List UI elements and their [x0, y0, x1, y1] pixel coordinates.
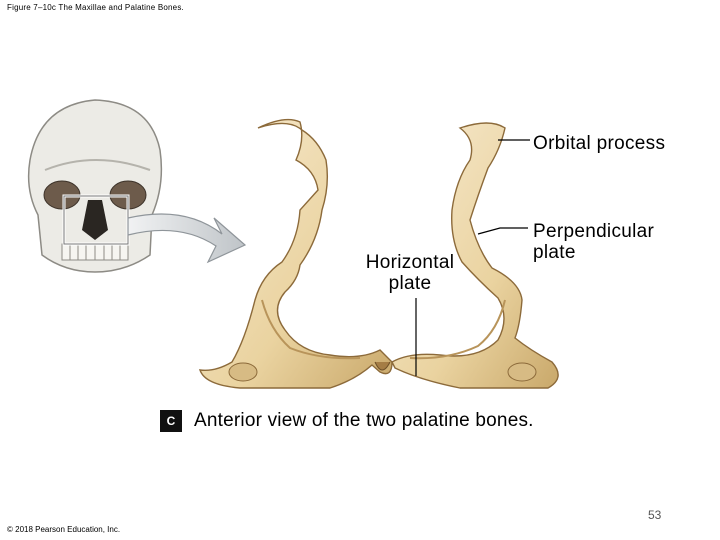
- label-orbital-process: Orbital process: [533, 133, 665, 154]
- label-perpendicular-line2: plate: [533, 242, 654, 263]
- copyright-notice: © 2018 Pearson Education, Inc.: [7, 525, 120, 534]
- label-perpendicular-line1: Perpendicular: [533, 221, 654, 242]
- skull-thumbnail: [29, 100, 162, 272]
- label-horizontal-line1: Horizontal: [355, 252, 465, 273]
- label-perpendicular-plate: Perpendicular plate: [533, 221, 654, 263]
- page-number: 53: [648, 508, 661, 522]
- label-horizontal-line2: plate: [355, 273, 465, 294]
- label-horizontal-plate: Horizontal plate: [355, 252, 465, 294]
- figure-caption: Anterior view of the two palatine bones.: [194, 410, 534, 432]
- caption-letter-badge: C: [160, 410, 182, 432]
